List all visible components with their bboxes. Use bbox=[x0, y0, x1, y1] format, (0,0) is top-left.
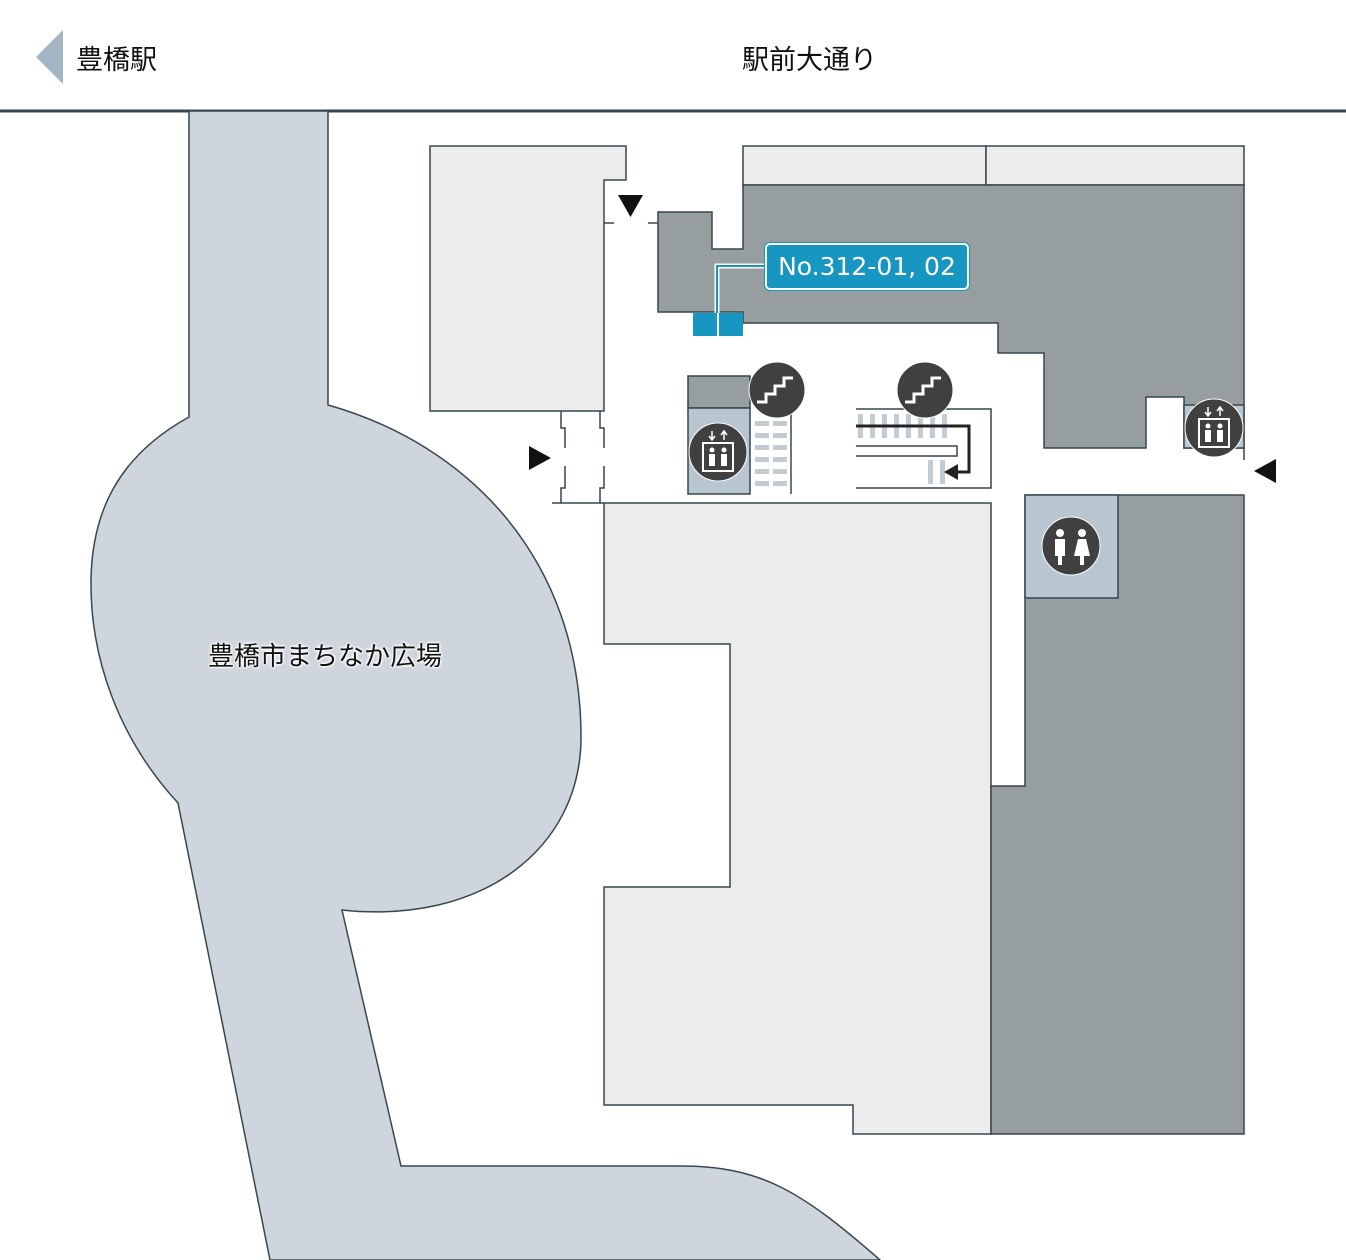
stair-treads bbox=[755, 421, 787, 486]
building-south-light bbox=[603, 502, 992, 1135]
shop-strip-1 bbox=[742, 145, 987, 186]
entrance-arrow-east bbox=[1254, 459, 1276, 483]
stairs-icon bbox=[748, 361, 806, 419]
plaza-label: 豊橋市まちなか広場 bbox=[208, 642, 443, 672]
back-link-toyohashi-station[interactable]: 豊橋駅 bbox=[76, 45, 157, 76]
restroom-icon bbox=[1041, 516, 1101, 576]
entrance-arrow-north bbox=[618, 195, 643, 217]
building-dark-southeast bbox=[990, 494, 1245, 1135]
core-top bbox=[687, 375, 751, 409]
stairs-icon bbox=[896, 361, 954, 419]
plaza-road bbox=[90, 110, 882, 1260]
building-northwest bbox=[429, 145, 627, 412]
unit-label-312[interactable]: No.312-01, 02 bbox=[765, 243, 969, 290]
elevator-icon bbox=[1184, 398, 1244, 458]
back-arrow-icon[interactable] bbox=[36, 30, 63, 84]
street-name-label: 駅前大通り bbox=[742, 45, 877, 76]
shop-strip-2 bbox=[985, 145, 1245, 186]
unit-312-01[interactable] bbox=[693, 313, 717, 336]
entrance-arrow-west bbox=[529, 446, 551, 470]
passage-wall bbox=[560, 411, 566, 503]
unit-312-02[interactable] bbox=[719, 313, 743, 336]
stairwell-east bbox=[856, 408, 992, 489]
elevator-icon bbox=[688, 422, 748, 482]
